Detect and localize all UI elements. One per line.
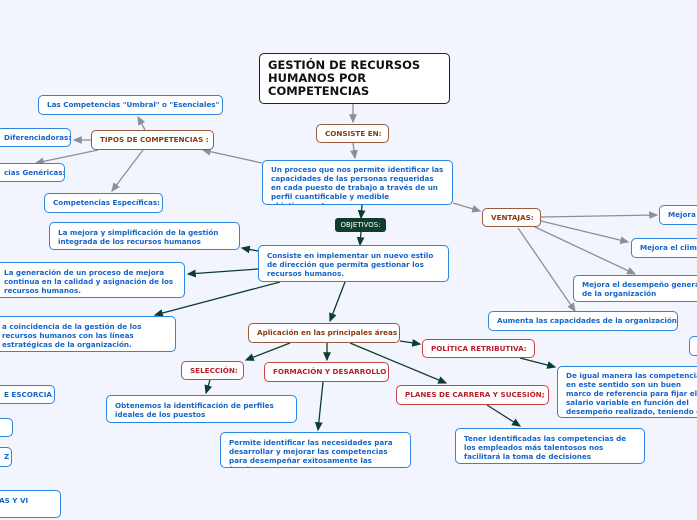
partial-node-left[interactable]: AS Y VI [0,490,61,518]
ventajas-node[interactable]: VENTAJAS: [482,208,541,227]
partial-node-left[interactable] [0,418,13,437]
politica-node[interactable]: POLÍTICA RETRIBUTIVA: [422,339,535,358]
seleccion-node[interactable]: SELECCIÓN: [181,361,244,380]
partial-text: AS Y VI [0,496,29,505]
coincidencia-node[interactable]: a coincidencia de la gestión de los recu… [0,316,176,352]
aplicacion-label: Aplicación en las principales áreas [257,328,398,337]
coincidencia-text: a coincidencia de la gestión de los recu… [2,322,142,349]
ventajas-label: VENTAJAS: [491,213,534,222]
genericas-node[interactable]: cias Genéricas: [0,163,65,182]
generacion-node[interactable]: La generación de un proceso de mejora co… [0,262,185,298]
genericas-text: cias Genéricas: [4,168,65,177]
planes-text: Tener identificadas las competencias de … [464,434,627,461]
partial-text: E ESCORCIA [4,390,52,399]
formacion-text-node[interactable]: Permite identificar las necesidades para… [220,432,411,468]
generacion-text: La generación de un proceso de mejora co… [4,268,174,295]
seleccion-text: Obtenemos la identificación de perfiles … [115,401,274,419]
consiste-en-label: CONSISTE EN: [325,129,382,138]
central-topic-text: GESTIÓN DE RECURSOS HUMANOS POR COMPETEN… [268,58,421,98]
ventaja-item[interactable]: Mejora el clima [631,238,697,258]
politica-text-node[interactable]: De igual manera las competencias en este… [557,366,697,418]
planes-label: PLANES DE CARRERA Y SUCESIÓN; [405,390,545,399]
implementar-node[interactable]: Consiste en implementar un nuevo estilo … [258,245,449,282]
objetivos-label: OBJETIVOS: [340,221,381,229]
seleccion-text-node[interactable]: Obtenemos la identificación de perfiles … [106,395,297,423]
partial-text: Z [4,452,10,461]
aplicacion-node[interactable]: Aplicación en las principales áreas [248,323,400,343]
ventaja-text: Mejora el desempeño general de la organi… [582,280,697,298]
especificas-text: Competencias Específicas: [53,198,161,207]
consiste-en-node[interactable]: CONSISTE EN: [316,124,389,143]
formacion-label: FORMACIÓN Y DESARROLLO [273,367,387,376]
simplificacion-text: La mejora y simplificación de la gestión… [58,228,219,246]
tipos-label: TIPOS DE COMPETENCIAS : [100,135,209,144]
partial-node-right[interactable] [689,336,697,356]
diferenciadoras-text: Diferenciadoras: [4,133,71,142]
formacion-node[interactable]: FORMACIÓN Y DESARROLLO [264,362,389,382]
especificas-node[interactable]: Competencias Específicas: [44,193,163,213]
implementar-text: Consiste en implementar un nuevo estilo … [267,251,434,278]
simplificacion-node[interactable]: La mejora y simplificación de la gestión… [49,222,240,250]
diferenciadoras-node[interactable]: Diferenciadoras: [0,128,71,147]
politica-label: POLÍTICA RETRIBUTIVA: [431,344,527,353]
partial-node-left[interactable]: Z [0,447,12,467]
proceso-text: Un proceso que nos permite identificar l… [271,165,444,204]
umbral-node[interactable]: Las Competencias "Umbral" o "Esenciales" [38,95,223,115]
ventaja-item[interactable]: Mejora el desempeño general de la organi… [573,275,697,302]
objetivos-node[interactable]: OBJETIVOS: [335,218,386,232]
ventaja-text: Aumenta las capacidades de la organizaci… [497,316,677,325]
ventaja-text: Mejora [668,210,696,219]
central-topic[interactable]: GESTIÓN DE RECURSOS HUMANOS POR COMPETEN… [259,53,450,104]
seleccion-label: SELECCIÓN: [190,366,238,375]
umbral-text: Las Competencias "Umbral" o "Esenciales" [47,100,220,109]
tipos-node[interactable]: TIPOS DE COMPETENCIAS : [91,130,214,150]
planes-text-node[interactable]: Tener identificadas las competencias de … [455,428,645,464]
ventaja-item[interactable]: Mejora [659,205,697,225]
planes-node[interactable]: PLANES DE CARRERA Y SUCESIÓN; [396,385,549,405]
partial-node-left[interactable]: E ESCORCIA [0,385,55,404]
ventaja-item[interactable]: Aumenta las capacidades de la organizaci… [488,311,678,331]
proceso-node[interactable]: Un proceso que nos permite identificar l… [262,160,453,205]
politica-text: De igual manera las competencias en este… [566,371,697,417]
ventaja-text: Mejora el clima [640,243,697,252]
formacion-text: Permite identificar las necesidades para… [229,438,393,467]
